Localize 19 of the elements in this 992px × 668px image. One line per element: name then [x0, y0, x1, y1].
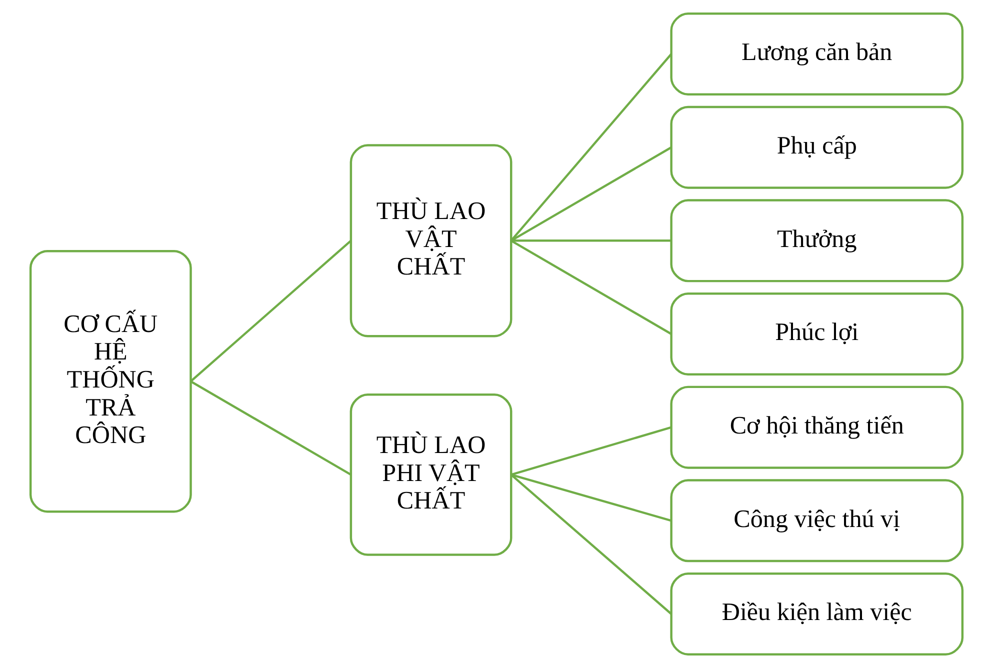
- connector: [510, 426, 672, 476]
- connector: [510, 474, 672, 615]
- connector: [510, 240, 671, 242]
- node-box: Công việc thú vị: [670, 479, 964, 562]
- connector: [190, 380, 351, 476]
- node-box: Lương căn bản: [670, 12, 964, 96]
- node-box: THÙ LAO VẬT CHẤT: [349, 144, 512, 338]
- connector: [190, 240, 352, 382]
- node-box: Phụ cấp: [670, 106, 964, 189]
- connector: [510, 474, 672, 522]
- node-box: Thưởng: [670, 199, 964, 282]
- node-box: CƠ CẤU HỆ THỐNG TRẢ CÔNG: [28, 250, 192, 513]
- connector: [510, 53, 672, 242]
- connector: [510, 146, 672, 242]
- node-box: Điều kiện làm việc: [670, 572, 964, 656]
- node-box: THÙ LAO PHI VẬT CHẤT: [349, 393, 512, 556]
- node-box: Phúc lợi: [670, 292, 964, 376]
- node-box: Cơ hội thăng tiến: [670, 386, 964, 469]
- connector: [510, 240, 672, 335]
